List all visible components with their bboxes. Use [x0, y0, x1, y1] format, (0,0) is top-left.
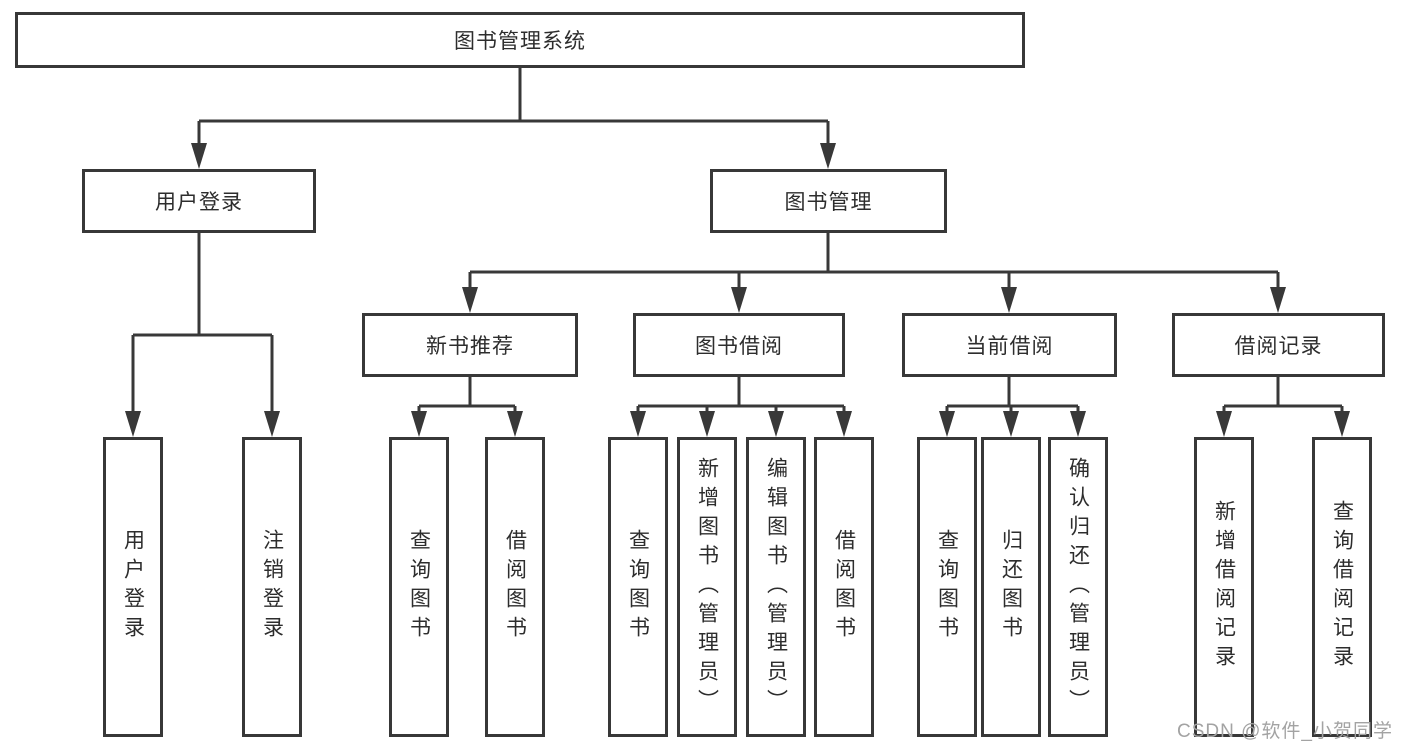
csdn-watermark: CSDN @软件_小贺同学: [1177, 721, 1393, 742]
arrow-icon: [462, 287, 478, 313]
node-borrow-records: 借阅记录: [1172, 313, 1385, 377]
leaf-borrow-edit-books-admin: 编辑图书（管理员）: [746, 437, 806, 737]
node-label: 借阅记录: [1234, 335, 1323, 358]
node-label: 查询图书: [407, 529, 431, 645]
leaf-current-query-books: 查询图书: [917, 437, 977, 737]
node-book-management: 图书管理: [710, 169, 947, 233]
leaf-new-books-borrow-books: 借阅图书: [485, 437, 545, 737]
arrow-icon: [1216, 411, 1232, 437]
arrow-icon: [264, 411, 280, 437]
node-user-login: 用户登录: [82, 169, 316, 233]
arrow-icon: [630, 411, 646, 437]
node-label: 归还图书: [999, 529, 1023, 645]
node-label: 图书借阅: [695, 335, 783, 358]
arrowheads: [125, 143, 1350, 437]
arrow-icon: [1001, 287, 1017, 313]
leaf-current-confirm-return-admin: 确认归还（管理员）: [1048, 437, 1108, 737]
leaf-logout: 注销登录: [242, 437, 302, 737]
arrow-icon: [507, 411, 523, 437]
leaf-borrow-add-books-admin: 新增图书（管理员）: [677, 437, 737, 737]
arrow-icon: [1070, 411, 1086, 437]
node-label: 新增借阅记录: [1212, 500, 1236, 674]
node-label: 借阅图书: [503, 529, 527, 645]
node-label: 借阅图书: [832, 529, 856, 645]
arrow-icon: [1270, 287, 1286, 313]
node-book-borrow: 图书借阅: [633, 313, 845, 377]
leaf-borrow-query-books: 查询图书: [608, 437, 668, 737]
node-label: 查询图书: [626, 529, 650, 645]
leaf-user-login: 用户登录: [103, 437, 163, 737]
arrow-icon: [191, 143, 207, 169]
arrow-icon: [1003, 411, 1019, 437]
node-label: 注销登录: [260, 529, 284, 645]
node-new-book-recommend: 新书推荐: [362, 313, 578, 377]
arrow-icon: [939, 411, 955, 437]
node-label: 查询图书: [935, 529, 959, 645]
node-label: 新书推荐: [426, 335, 514, 358]
node-label: 用户登录: [121, 529, 145, 645]
leaf-records-add-record: 新增借阅记录: [1194, 437, 1254, 737]
arrow-icon: [411, 411, 427, 437]
leaf-borrow-borrow-books: 借阅图书: [814, 437, 874, 737]
connector-book-mgmt-to-level3: [468, 233, 1280, 291]
node-label: 当前借阅: [965, 335, 1054, 358]
node-label: 图书管理: [784, 191, 873, 214]
connector-user-login-to-leaves: [131, 233, 274, 415]
node-label: 确认归还（管理员）: [1066, 456, 1090, 718]
node-label: 新增图书（管理员）: [695, 456, 719, 718]
node-label: 编辑图书（管理员）: [764, 456, 788, 718]
connector-root-to-level2: [197, 68, 830, 147]
connector-records-to-leaves: [1222, 377, 1344, 415]
arrow-icon: [699, 411, 715, 437]
arrow-icon: [768, 411, 784, 437]
arrow-icon: [731, 287, 747, 313]
node-label: 图书管理系统: [454, 30, 586, 53]
arrow-icon: [1334, 411, 1350, 437]
connector-current-to-leaves: [945, 377, 1080, 415]
node-root-library-system: 图书管理系统: [15, 12, 1025, 68]
leaf-records-query-record: 查询借阅记录: [1312, 437, 1372, 737]
arrow-icon: [125, 411, 141, 437]
connector-new-books-to-leaves: [417, 377, 517, 415]
leaf-new-books-query-books: 查询图书: [389, 437, 449, 737]
connector-borrow-to-leaves: [636, 377, 846, 415]
leaf-current-return-books: 归还图书: [981, 437, 1041, 737]
node-label: 查询借阅记录: [1330, 500, 1354, 674]
arrow-icon: [820, 143, 836, 169]
arrow-icon: [836, 411, 852, 437]
node-label: 用户登录: [155, 191, 243, 214]
node-current-borrow: 当前借阅: [902, 313, 1117, 377]
